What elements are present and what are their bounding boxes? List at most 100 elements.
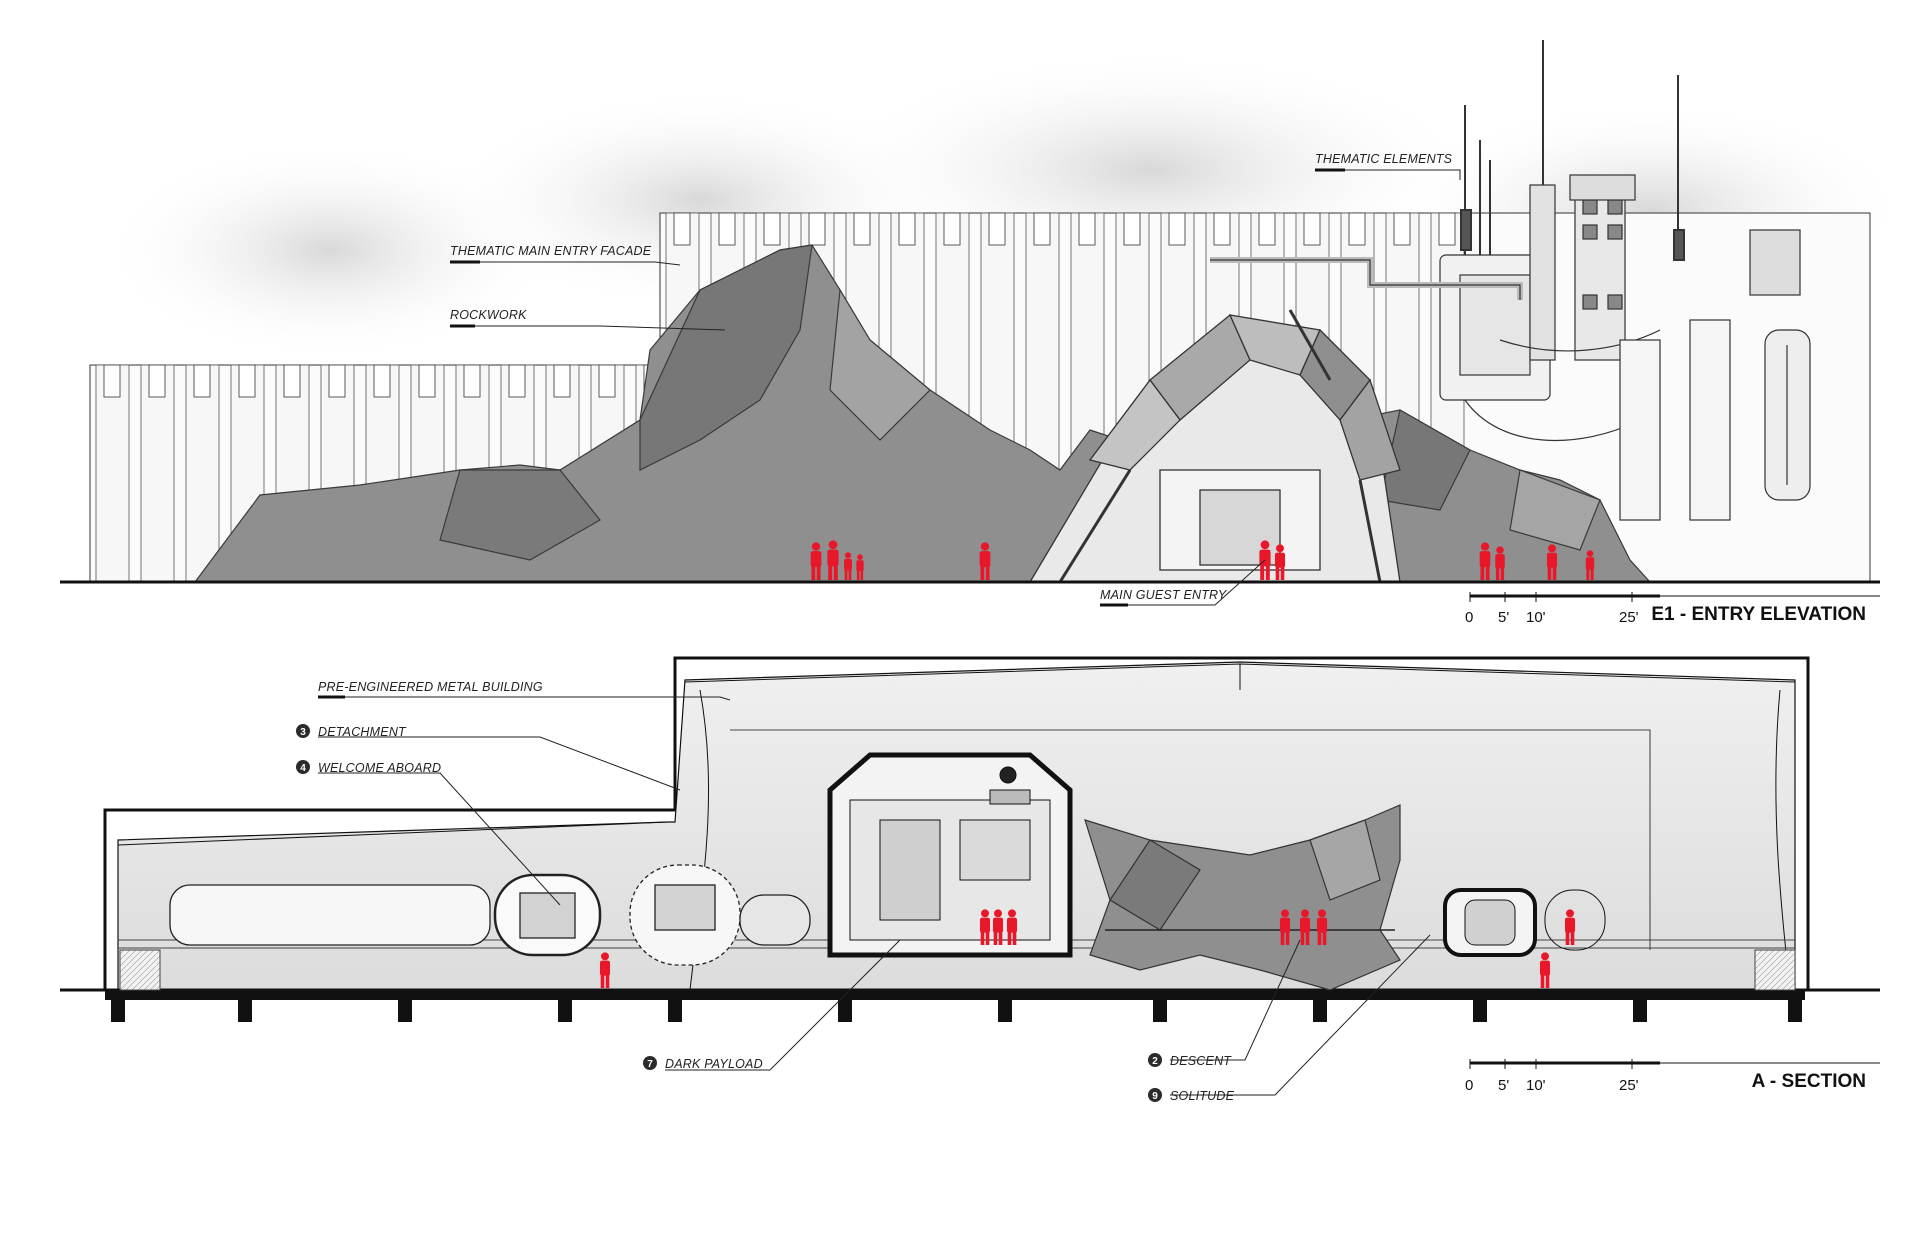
battlement-notch [1078, 212, 1096, 246]
callout-welcome-aboard: 4 WELCOME ABOARD [296, 760, 441, 775]
callout-descent: 2 DESCENT [1148, 1053, 1232, 1068]
solitude-pod [1443, 888, 1606, 957]
person-figure [599, 952, 611, 988]
person-figure [1495, 546, 1505, 580]
battlement-notch [1393, 212, 1411, 246]
callout-number: 2 [1152, 1056, 1158, 1067]
elevation-figures [810, 540, 1595, 580]
footing [838, 1000, 852, 1022]
battlement-notch [1033, 212, 1051, 246]
person-figure [856, 554, 864, 580]
battlement-notch [943, 212, 961, 246]
battlement-notch [808, 212, 826, 246]
battlement-notch [898, 212, 916, 246]
footing [1788, 1000, 1802, 1022]
battlement-notch [763, 212, 781, 246]
antennas [1460, 40, 1685, 261]
footing [238, 1000, 252, 1022]
elevation-scale-bar: 0 5' 10' 25' [1465, 592, 1880, 626]
callout-number: 4 [300, 763, 306, 774]
section-figures [599, 909, 1576, 988]
scale-tick-10: 10' [1526, 609, 1546, 626]
person-figure [1479, 542, 1491, 580]
battlement-notch [1258, 212, 1276, 246]
callout-dark-payload: 7 DARK PAYLOAD [643, 1056, 763, 1071]
footing [1473, 1000, 1487, 1022]
footing [398, 1000, 412, 1022]
person-figure [1006, 909, 1018, 945]
battlement-notch [238, 364, 256, 398]
person-figure [1546, 544, 1558, 580]
section-floor [60, 988, 1880, 1022]
scale-tick-5: 5' [1498, 609, 1509, 626]
footing [558, 1000, 572, 1022]
person-figure [1564, 909, 1576, 945]
battlement-notch [1123, 212, 1141, 246]
callout-number: 9 [1152, 1091, 1158, 1102]
battlement-notch [853, 212, 871, 246]
elevation-leader-underlines [450, 168, 1345, 607]
footing [668, 1000, 682, 1022]
callout-number: 7 [647, 1059, 653, 1070]
battlement-notch [283, 364, 301, 398]
person-figure [979, 542, 991, 580]
battlement-notch [463, 364, 481, 398]
scale-tick-0: 0 [1465, 609, 1473, 626]
thematic-tech-wall [1210, 174, 1811, 521]
scale-tick-25: 25' [1619, 1077, 1639, 1094]
scale-tick-5: 5' [1498, 1077, 1509, 1094]
battlement-notch [1303, 212, 1321, 246]
facade-panel [95, 364, 130, 583]
person-figure [1274, 544, 1286, 580]
battlement-notch [328, 364, 346, 398]
ride-vehicles [169, 864, 811, 966]
person-figure [1279, 909, 1291, 945]
callout-detachment: 3 DETACHMENT [296, 724, 407, 739]
battlement-notch [1168, 212, 1186, 246]
battlement-notch [193, 364, 211, 398]
person-figure [827, 540, 839, 580]
elevation-leaders [450, 169, 1461, 606]
battlement-notch [598, 364, 616, 398]
person-figure [1539, 952, 1551, 988]
scale-tick-10: 10' [1526, 1077, 1546, 1094]
label-welcome-aboard: WELCOME ABOARD [318, 761, 441, 775]
facade-panel [185, 364, 220, 583]
label-thematic-main-entry-facade: THEMATIC MAIN ENTRY FACADE [450, 244, 652, 258]
battlement-notch [1213, 212, 1231, 246]
scale-tick-25: 25' [1619, 609, 1639, 626]
entry-elevation: THEMATIC MAIN ENTRY FACADE ROCKWORK THEM… [60, 40, 1910, 626]
footing [998, 1000, 1012, 1022]
footing [1313, 1000, 1327, 1022]
label-pre-engineered-metal-building: PRE-ENGINEERED METAL BUILDING [318, 680, 543, 694]
person-figure [992, 909, 1004, 945]
callout-number: 3 [300, 727, 306, 738]
person-figure [979, 909, 991, 945]
person-figure [1585, 550, 1595, 580]
battlement-notch [103, 364, 121, 398]
battlement-notch [1348, 212, 1366, 246]
section-title: A - SECTION [1752, 1071, 1866, 1092]
battlement-notch [373, 364, 391, 398]
dark-payload-capsule [827, 752, 1073, 958]
label-dark-payload: DARK PAYLOAD [665, 1057, 763, 1071]
label-detachment: DETACHMENT [318, 725, 407, 739]
label-descent: DESCENT [1170, 1054, 1232, 1068]
callout-solitude: 9 SOLITUDE [1148, 1088, 1235, 1103]
label-main-guest-entry: MAIN GUEST ENTRY [1100, 588, 1228, 602]
battlement-notch [673, 212, 691, 246]
person-figure [1299, 909, 1311, 945]
section-scale-bar: 0 5' 10' 25' [1465, 1059, 1880, 1094]
person-figure [1316, 909, 1328, 945]
guest-entry-canopy [1028, 309, 1401, 583]
battlement-notch [553, 364, 571, 398]
label-thematic-elements: THEMATIC ELEMENTS [1315, 152, 1453, 166]
battlement-notch [718, 212, 736, 246]
battlement-notch [508, 364, 526, 398]
person-figure [810, 542, 822, 580]
footing [1153, 1000, 1167, 1022]
person-figure [844, 552, 852, 580]
scale-tick-0: 0 [1465, 1077, 1473, 1094]
label-solitude: SOLITUDE [1170, 1089, 1235, 1103]
